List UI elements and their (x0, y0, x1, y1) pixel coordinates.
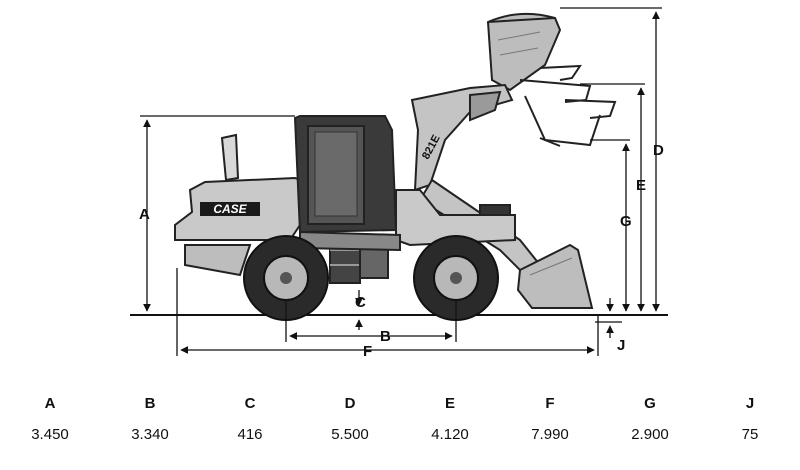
header-d: D (344, 395, 356, 412)
value-e: 4.120 (431, 426, 469, 443)
dimension-label-b: B (380, 328, 391, 345)
dimension-label-e: E (636, 177, 646, 194)
header-c: C (244, 395, 256, 412)
intermediate-bucket-positions (519, 64, 617, 147)
brand-logo: CASE (213, 202, 247, 216)
dimension-label-a: A (139, 206, 150, 223)
header-g: G (644, 395, 656, 412)
dimension-label-d: D (653, 142, 664, 159)
dimension-label-f: F (363, 343, 372, 360)
dimension-label-j: J (617, 337, 625, 354)
value-j: 75 (741, 426, 759, 443)
header-f: F (545, 395, 555, 412)
value-g: 2.900 (631, 426, 669, 443)
value-f: 7.990 (531, 426, 569, 443)
value-c: 416 (237, 426, 263, 443)
rear-wheel (243, 235, 329, 321)
value-a: 3.450 (31, 426, 69, 443)
header-a: A (44, 395, 56, 412)
dimension-lines (140, 7, 662, 356)
dimension-label-g: G (620, 213, 632, 230)
header-e: E (444, 395, 455, 412)
dimension-table-header: A B C D E F G J (0, 395, 800, 419)
header-j: J (745, 395, 755, 412)
brand-logo-plate (200, 202, 260, 216)
dimension-label-c: C (355, 294, 366, 311)
header-b: B (144, 395, 156, 412)
value-b: 3.340 (131, 426, 169, 443)
raised-bucket (486, 12, 562, 92)
lowered-bucket (516, 243, 594, 309)
value-d: 5.500 (331, 426, 369, 443)
dimension-table-values: 3.450 3.340 416 5.500 4.120 7.990 2.900 … (0, 426, 800, 450)
wheel-loader-dimension-diagram: 821E CASE (130, 7, 668, 360)
